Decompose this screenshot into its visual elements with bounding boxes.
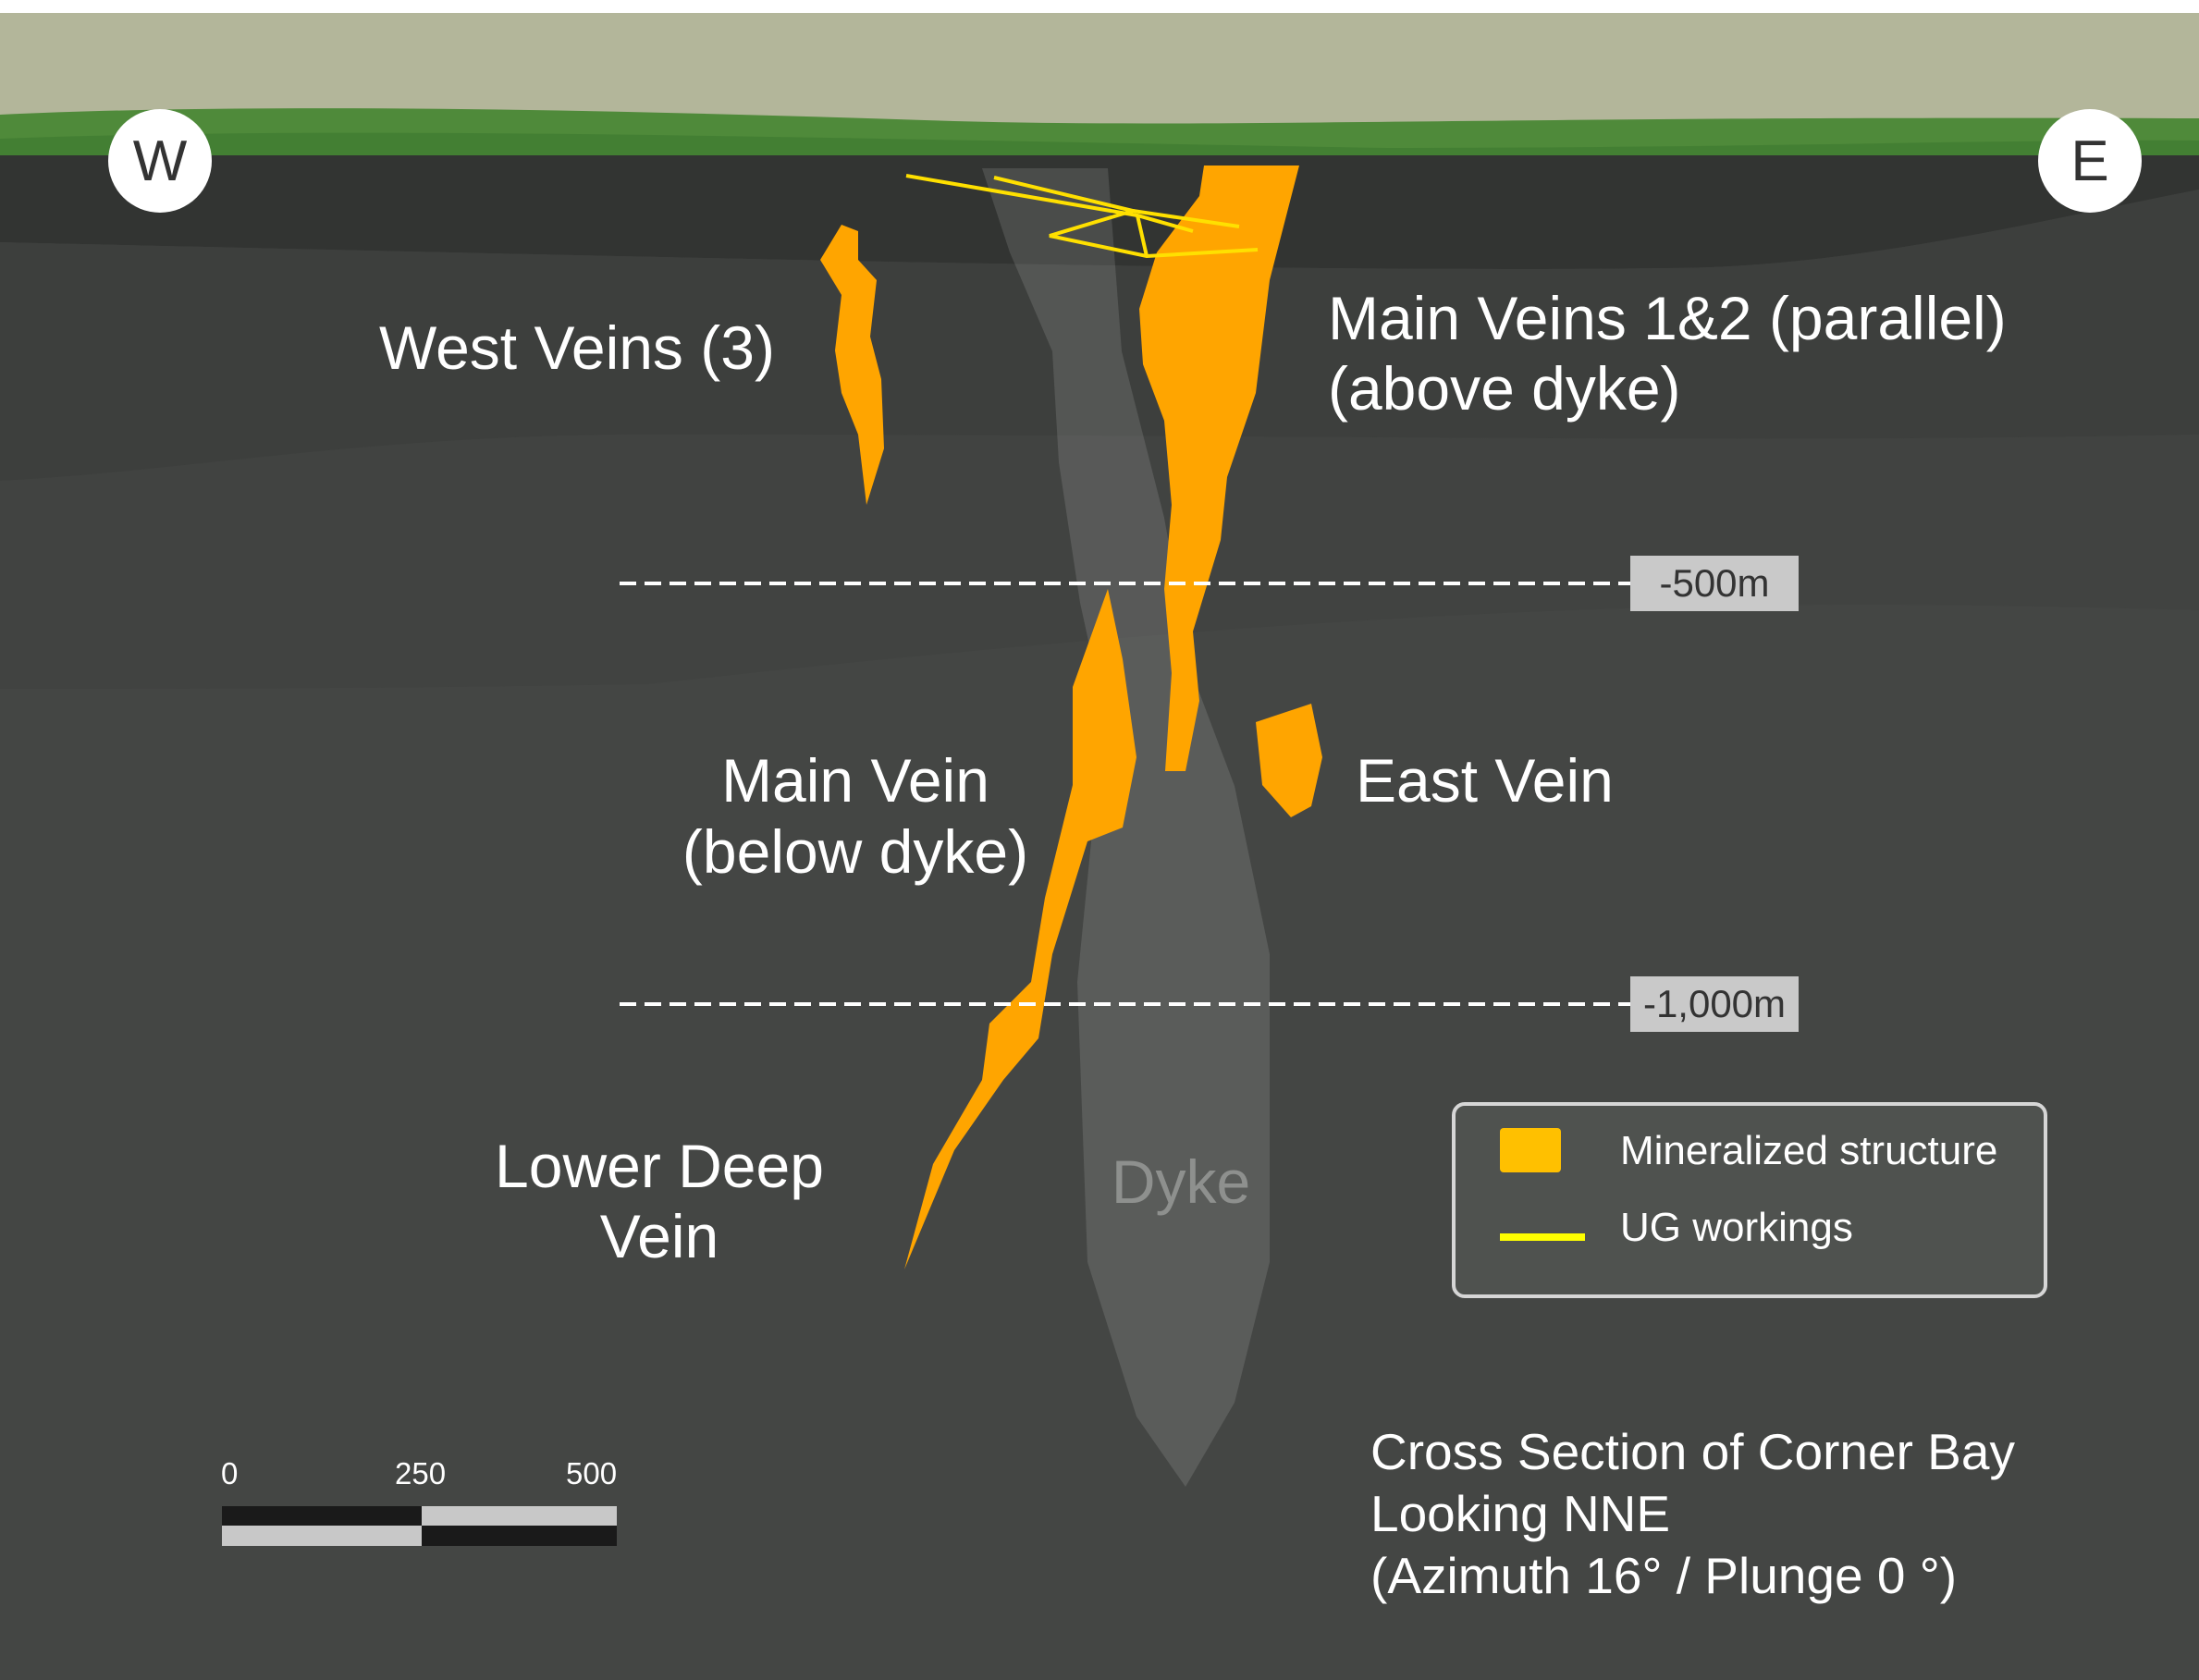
- caption-line2: Looking NNE: [1370, 1485, 1671, 1542]
- caption-line3: (Azimuth 16° / Plunge 0 °): [1370, 1547, 1958, 1604]
- mineralized-structure-swatch: [1500, 1128, 1561, 1172]
- label-main-vein-line2: (below dyke): [682, 817, 1029, 886]
- scale-tick-500: 500: [566, 1456, 618, 1490]
- compass-west: W: [108, 109, 212, 213]
- legend: Mineralized structure UG workings: [1452, 1102, 2047, 1298]
- dyke: [982, 168, 1270, 1487]
- main-veins-1-2: [1139, 166, 1299, 771]
- main-vein-below-dyke: [904, 589, 1136, 1269]
- label-main-vein-line1: Main Vein: [721, 746, 989, 815]
- label-east-vein: East Vein: [1356, 746, 1614, 815]
- scale-tick-0: 0: [221, 1456, 239, 1490]
- depth-label-500: -500m: [1630, 556, 1799, 611]
- caption-line1: Cross Section of Corner Bay: [1370, 1423, 2015, 1480]
- ug-workings-swatch: [1500, 1233, 1585, 1241]
- rock-band-top: [0, 155, 2199, 269]
- label-main-veins-line1: Main Veins 1&2 (parallel): [1328, 284, 2007, 352]
- legend-label-ug-workings: UG workings: [1620, 1205, 1853, 1250]
- label-main-veins-line2: (above dyke): [1328, 354, 1681, 423]
- scale-bar: [222, 1506, 617, 1546]
- label-dyke: Dyke: [1111, 1147, 1251, 1216]
- legend-label-mineralized: Mineralized structure: [1620, 1128, 1998, 1173]
- compass-east: E: [2038, 109, 2142, 213]
- label-lower-deep-line1: Lower Deep: [495, 1132, 824, 1200]
- label-lower-deep-line2: Vein: [599, 1202, 719, 1270]
- depth-lines: [620, 582, 1630, 1006]
- ug-workings: [905, 174, 1259, 259]
- east-vein: [1256, 704, 1322, 817]
- label-west-veins: West Veins (3): [379, 313, 775, 382]
- depth-label-1000: -1,000m: [1630, 976, 1799, 1032]
- scale-tick-250: 250: [395, 1456, 447, 1490]
- west-veins: [820, 225, 884, 505]
